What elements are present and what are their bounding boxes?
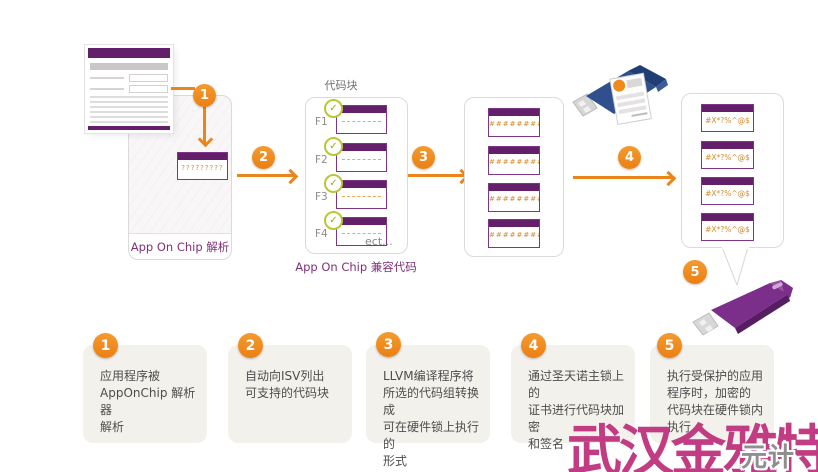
parsed-code-box: ?????????: [177, 152, 228, 180]
code-box-header: [489, 220, 539, 227]
step-text-5: 执行受保护的应用 程序时，加密的 代码块在硬件锁内 执行: [667, 369, 764, 434]
parser-panel-label: App On Chip 解析: [129, 233, 231, 259]
code-box-header: [702, 214, 753, 221]
code-box-dashes: [342, 233, 381, 234]
right-arrow-icon: [573, 176, 672, 179]
code-panel-title: 代码块: [324, 79, 358, 92]
callout-pointer: [721, 247, 749, 287]
encrypted-block-box: #X*?%^@$: [701, 141, 754, 169]
step-badge-4: 4: [521, 333, 546, 358]
protected-usb-key-icon: [692, 280, 793, 336]
document-subheader-bar: [90, 63, 168, 70]
code-box-header: [337, 144, 386, 151]
document-text-line: [90, 116, 168, 118]
compiled-block-text: ########: [489, 195, 539, 203]
watermark-brand: 武汉金雅特: [567, 419, 818, 472]
encrypted-block-text: #X*?%^@$: [705, 189, 750, 198]
compiled-block-text: ########: [489, 120, 539, 128]
parsed-code-text: ?????????: [181, 164, 224, 172]
document-text-line: [90, 111, 168, 113]
code-box-header: [337, 218, 386, 225]
compiled-block-box: ########: [488, 146, 540, 175]
check-icon: ✓: [324, 137, 343, 156]
code-box-header: [489, 109, 539, 116]
encrypted-block-text: #X*?%^@$: [705, 225, 750, 234]
step-text-3: LLVM编译程序将 所选的代码组转换成 可在硬件锁上执行的 形式: [383, 369, 480, 468]
code-block-box: [336, 217, 387, 246]
encrypted-block-box: #X*?%^@$: [701, 177, 754, 205]
step-card-3: LLVM编译程序将 所选的代码组转换成 可在硬件锁上执行的 形式: [366, 345, 490, 468]
code-box-header: [337, 181, 386, 188]
code-box-header: [702, 142, 753, 149]
step-card-2: 自动向ISV列出 可支持的代码块: [228, 345, 352, 443]
step-text-2: 自动向ISV列出 可支持的代码块: [245, 369, 330, 400]
encrypted-block-box: #X*?%^@$: [701, 104, 754, 132]
master-lock-usb-icon: [572, 65, 668, 126]
document-text-line: [90, 96, 168, 98]
encrypted-block-box: #X*?%^@$: [701, 213, 754, 241]
document-row: [90, 85, 168, 93]
code-block-box: [336, 105, 387, 134]
code-box-header: [702, 105, 753, 112]
document-text-line: [90, 106, 168, 108]
step-text-1: 应用程序被 AppOnChip 解析器 解析: [100, 369, 196, 434]
code-block-label: F1: [315, 116, 328, 128]
flow-badge-1: 1: [193, 84, 216, 107]
document-row: [90, 74, 168, 82]
watermark-overlay: 元计算: [741, 443, 796, 472]
step-badge-5: 5: [657, 333, 682, 358]
code-panel-more: ect...: [365, 235, 393, 248]
encrypted-block-text: #X*?%^@$: [705, 153, 750, 162]
check-icon: ✓: [324, 174, 343, 193]
code-block-label: F4: [315, 228, 328, 240]
code-box-header: [337, 106, 386, 113]
code-box-header: [178, 153, 227, 160]
flow-badge-3: 3: [412, 146, 435, 169]
code-panel-caption: App On Chip 兼容代码: [295, 260, 417, 274]
document-header-bar: [88, 48, 170, 58]
step-card-1: 应用程序被 AppOnChip 解析器 解析: [83, 345, 207, 443]
code-block-label: F3: [315, 191, 328, 203]
check-icon: ✓: [324, 211, 343, 230]
flow-badge-2: 2: [252, 146, 275, 169]
document-text-line: [90, 101, 168, 103]
right-arrow-icon: [408, 174, 465, 177]
step-badge-3: 3: [376, 332, 401, 357]
code-box-dashes: [342, 196, 381, 197]
connector-line-1: [171, 87, 195, 90]
code-box-header: [702, 178, 753, 185]
document-footer-bar: [88, 126, 170, 130]
code-box-header: [489, 147, 539, 154]
application-document-icon: [85, 45, 173, 133]
check-icon: ✓: [324, 99, 343, 118]
code-box-dashes: [342, 121, 381, 122]
code-box-header: [489, 184, 539, 191]
right-arrow-icon: [237, 174, 294, 177]
step-card-5: 执行受保护的应用 程序时，加密的 代码块在硬件锁内 执行: [650, 345, 774, 443]
flow-badge-4: 4: [618, 146, 641, 169]
document-text-line: [90, 121, 168, 123]
compiled-block-box: ########: [488, 108, 540, 137]
compiled-block-box: ########: [488, 183, 540, 212]
compiled-block-text: ########: [489, 231, 539, 239]
step-text-4: 通过圣天诺主锁上的 证书进行代码块加密 和签名: [528, 369, 625, 451]
code-block-box: [336, 143, 387, 172]
down-arrow-icon: [203, 107, 206, 143]
step-card-4: 通过圣天诺主锁上的 证书进行代码块加密 和签名: [511, 345, 635, 451]
step-badge-2: 2: [238, 333, 263, 358]
code-block-label: F2: [315, 154, 328, 166]
compiled-block-box: ########: [488, 219, 540, 248]
flow-badge-5: 5: [683, 260, 707, 284]
code-block-box: [336, 180, 387, 209]
encrypted-block-text: #X*?%^@$: [705, 116, 750, 125]
compiled-block-text: ########: [489, 158, 539, 166]
step-badge-1: 1: [93, 333, 118, 358]
code-box-dashes: [342, 159, 381, 160]
